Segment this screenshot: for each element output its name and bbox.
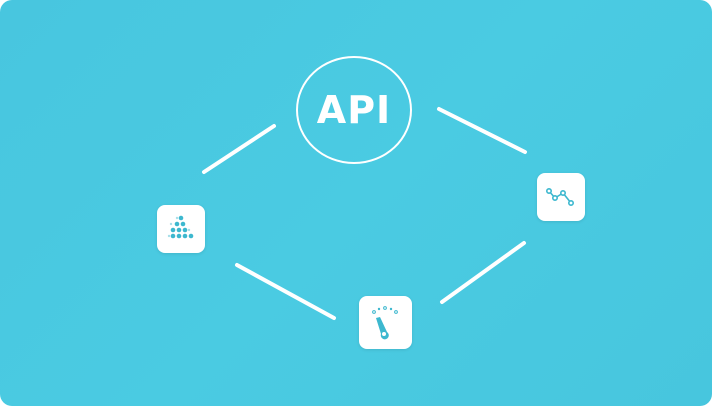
dot-cluster-icon <box>167 215 194 239</box>
connector-gauge-trend <box>440 241 526 304</box>
connector-cluster-api <box>202 124 276 174</box>
gauge-node <box>359 296 412 349</box>
gauge-icon <box>371 305 398 339</box>
connector-api-trend <box>437 107 527 154</box>
trend-node <box>537 173 585 221</box>
connector-cluster-gauge <box>235 263 336 320</box>
line-chart-icon <box>546 188 574 207</box>
api-label: API <box>316 88 392 132</box>
api-node: API <box>296 56 412 164</box>
cluster-node <box>157 205 205 253</box>
